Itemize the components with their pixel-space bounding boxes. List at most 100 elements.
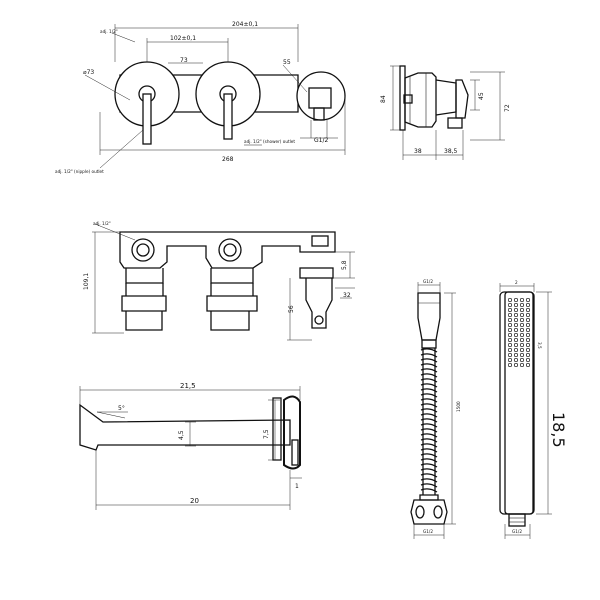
nozzle (513, 337, 519, 343)
nozzle (513, 357, 519, 363)
nozzle (519, 322, 525, 328)
dim-handshower-top: 2 (515, 280, 518, 285)
hose-coil (420, 383, 438, 388)
nozzle (519, 327, 525, 333)
hose-bottom-collar (419, 494, 439, 501)
nozzle (525, 362, 531, 368)
hose-coil (420, 433, 438, 438)
hose-coil (420, 458, 438, 463)
nozzle (525, 342, 531, 348)
top-front-view: 204±0,1 102±0,1 73 ⌀73 55 G1/2 268 adj. … (55, 21, 346, 174)
hose-coil (420, 418, 438, 423)
dim-spout-height-b: 7,5 (263, 429, 270, 439)
nozzle (525, 322, 531, 328)
dim-mid-b: 32 (343, 292, 351, 299)
left-cap (125, 311, 163, 331)
hose-coil (420, 423, 438, 428)
dim-height-mid: 45 (478, 92, 485, 100)
hose-coil (420, 463, 438, 468)
spout-wall-flange (272, 397, 282, 461)
nozzle (513, 347, 519, 353)
dim-overall-centers: 204±0,1 (232, 21, 258, 28)
valve-housing (404, 72, 437, 128)
nozzle (519, 332, 525, 338)
note-nipple-outlet: adj. 1/2" (nipple) outlet (55, 169, 104, 174)
handshower-connector (508, 513, 526, 527)
hose-coil (420, 398, 438, 403)
dim-handshower-length: 18,5 (549, 412, 568, 448)
dim-total-width: 268 (222, 156, 234, 163)
outlet-rosette (296, 71, 346, 121)
holder-body (435, 79, 457, 116)
hose-coil (420, 473, 438, 478)
hose-coil (420, 443, 438, 448)
holder-outlet (447, 117, 463, 129)
nozzle (513, 312, 519, 318)
nozzle (519, 347, 525, 353)
nozzle (507, 322, 513, 328)
dim-outlet-thread: G1/2 (314, 137, 328, 144)
dim-spout-length: 21,5 (180, 382, 196, 390)
hose-coil (420, 438, 438, 443)
nozzle (507, 302, 513, 308)
left-valve-lever (142, 93, 152, 145)
right-neck (210, 283, 254, 296)
right-valve-lever (223, 93, 233, 140)
dim-hose-length: 1500 (456, 401, 461, 412)
nozzle (519, 302, 525, 308)
side-knob (403, 94, 413, 104)
dim-spout-projection: 20 (190, 497, 199, 505)
holder-bracket (455, 79, 469, 119)
hose-top-nut (417, 292, 441, 341)
spout-view: 21,5 5° 4,5 7,5 1 20 (79, 382, 302, 510)
nozzle (525, 312, 531, 318)
hose-coil (420, 428, 438, 433)
nozzle (519, 362, 525, 368)
hose-view: G1/2 1500 G1/2 (410, 279, 461, 539)
dim-hose-top: G1/2 (423, 279, 433, 284)
nozzle (525, 357, 531, 363)
nozzle (513, 352, 519, 358)
nozzle (525, 347, 531, 353)
nozzle (507, 347, 513, 353)
nozzle (507, 297, 513, 303)
dim-between-valves: 102±0,1 (170, 35, 196, 42)
left-inlet-core (136, 243, 150, 257)
hose-coil (420, 363, 438, 368)
dim-height-right: 72 (504, 104, 511, 112)
left-collar (121, 295, 167, 312)
hose-top-cone (421, 339, 437, 349)
nozzle (507, 352, 513, 358)
rough-in-body (119, 231, 336, 269)
nozzle (525, 297, 531, 303)
right-cap (210, 311, 250, 331)
note-shower-outlet: adj. 1/2" (shower) outlet (244, 139, 295, 144)
outlet-block (311, 235, 329, 247)
dim-outlet-diameter: 55 (283, 59, 291, 66)
hose-coil (420, 478, 438, 483)
nozzle (507, 312, 513, 318)
right-inlet-ring (218, 238, 242, 262)
dim-depth-b: 38,5 (444, 148, 458, 155)
nozzle (525, 332, 531, 338)
hose-coils (420, 348, 438, 493)
shower-holder (305, 278, 333, 329)
nozzle (519, 317, 525, 323)
hose-coil (420, 358, 438, 363)
left-sleeve (125, 268, 164, 284)
nozzle (507, 342, 513, 348)
hose-coil (420, 453, 438, 458)
hose-coil (420, 448, 438, 453)
dim-spout-offset: 1 (295, 483, 299, 490)
top-side-view: 84 45 72 38 38,5 (380, 65, 511, 160)
note-mid-inlet: adj. 1/2" (93, 221, 111, 226)
hose-coil (420, 368, 438, 373)
nozzle (525, 327, 531, 333)
hose-coil (420, 403, 438, 408)
handshower-view: 2 3,5 18,5 G1/2 (499, 280, 568, 539)
hose-coil (420, 373, 438, 378)
nozzle (519, 297, 525, 303)
mid-front-view: adj. 1/2" 109,1 5,8 32 56 (83, 221, 355, 341)
